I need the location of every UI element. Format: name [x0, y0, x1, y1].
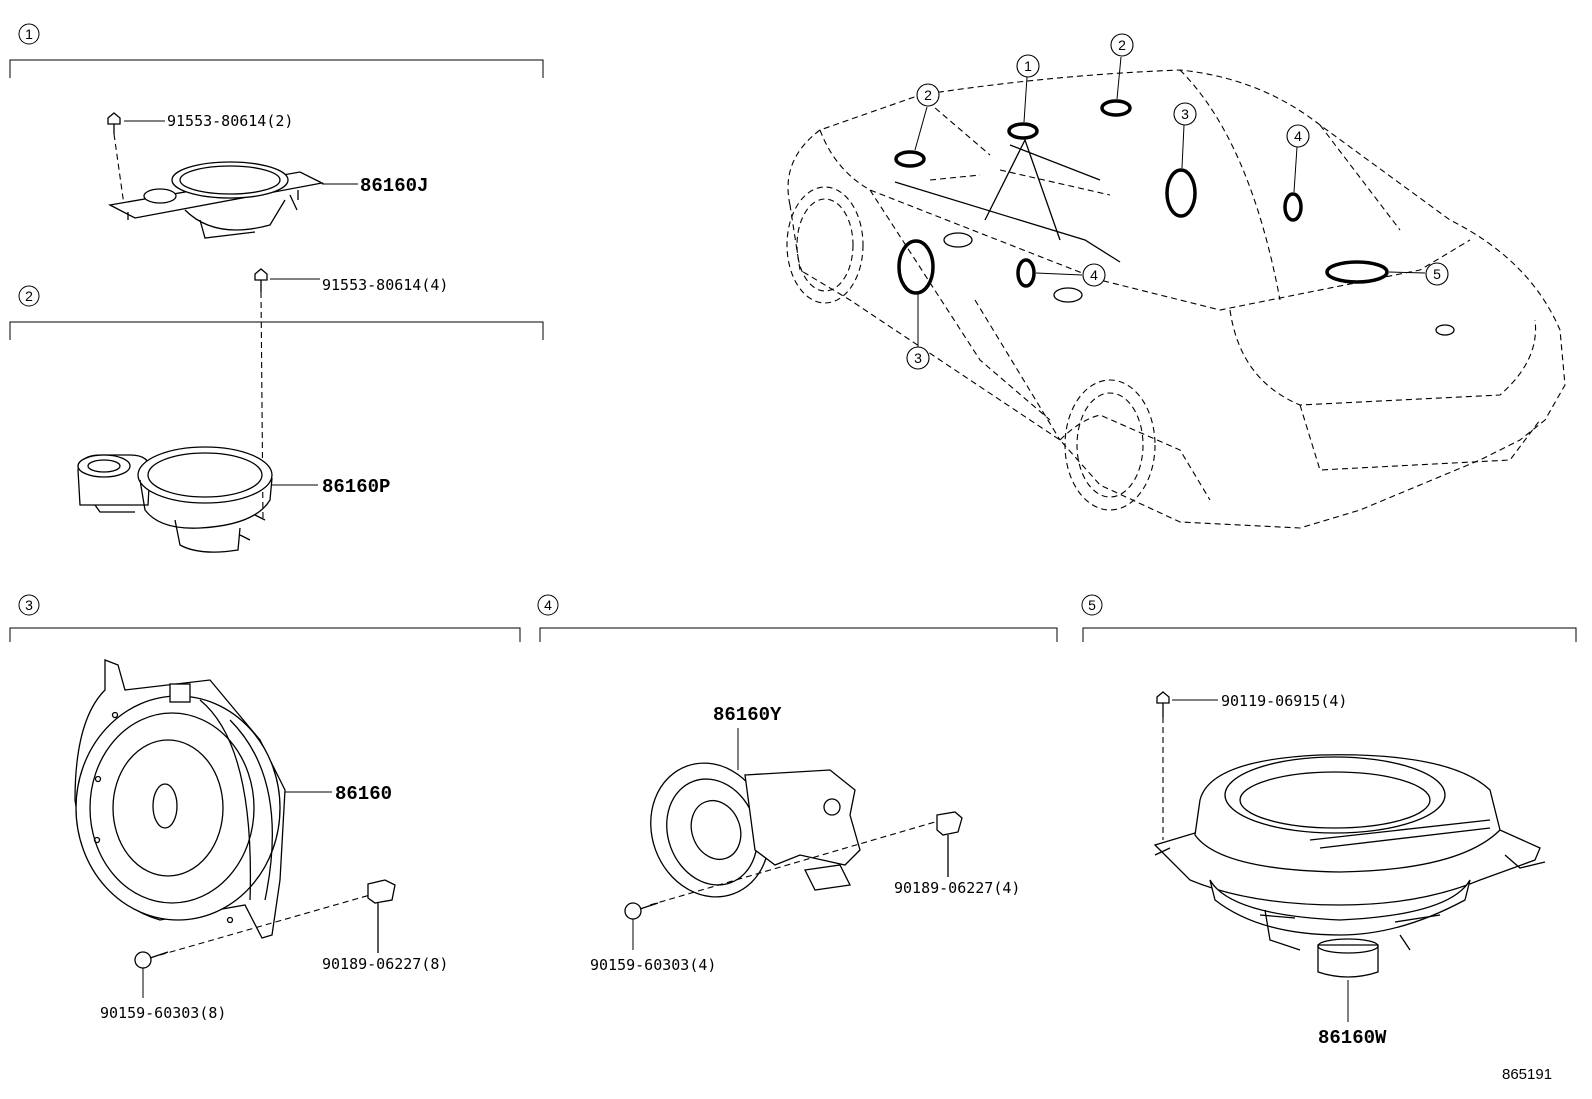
callout-2-right: 2: [1110, 33, 1134, 57]
part-label-screw-5: 90119-06915(4): [1221, 692, 1347, 710]
svg-text:3: 3: [914, 350, 922, 366]
callout-5: 5: [1425, 262, 1449, 286]
clip-icon: [936, 811, 963, 877]
car-overview: 2 1 2 3 4 4 3 5: [786, 33, 1566, 529]
screw-icon: [254, 268, 268, 292]
callout-3-right: 3: [1173, 102, 1197, 126]
part-label-speaker-5: 86160W: [1318, 1027, 1387, 1049]
part-label-speaker-2: 86160P: [322, 476, 390, 498]
speaker-position-3-right: [1165, 168, 1197, 218]
screw-icon: [1156, 691, 1170, 717]
section-2-number: 2: [25, 288, 33, 304]
part-label-screw-3: 90159-60303(8): [100, 1004, 226, 1022]
section-3: 3 86160 90189-06227(8) 90159-60303(8): [9, 594, 521, 1022]
door-handle-icon: [943, 232, 973, 248]
part-label-screw-1: 91553-80614(2): [167, 112, 293, 130]
svg-text:4: 4: [1090, 267, 1098, 283]
section-5-number: 5: [1088, 597, 1096, 613]
part-label-speaker-4: 86160Y: [713, 704, 782, 726]
svg-text:3: 3: [1181, 106, 1189, 122]
part-label-speaker-1: 86160J: [360, 175, 428, 197]
part-label-screw-4: 90159-60303(4): [590, 956, 716, 974]
svg-text:1: 1: [1024, 58, 1032, 74]
section-3-number: 3: [25, 597, 33, 613]
speaker-position-3-left: [897, 239, 935, 295]
screw-icon: [624, 902, 659, 920]
screw-icon: [107, 112, 121, 134]
door-speaker-icon: [650, 762, 861, 898]
section-5: 5 90119-06915(4) 86160W: [1081, 594, 1577, 1049]
tweeter-speaker-icon: [107, 161, 325, 239]
speaker-position-4-left: [1016, 258, 1036, 288]
speaker-position-2-left: [894, 150, 926, 168]
clip-icon: [367, 879, 396, 953]
section-2: 2 91553-80614(4) 86160P: [9, 268, 544, 553]
woofer-speaker-icon: [74, 659, 286, 939]
speaker-position-2-right: [1100, 99, 1132, 117]
door-handle-icon: [1053, 287, 1083, 303]
midrange-speaker-icon: [77, 446, 273, 553]
svg-text:5: 5: [1433, 266, 1441, 282]
svg-text:2: 2: [924, 87, 932, 103]
section-4-number: 4: [544, 597, 552, 613]
callout-1: 1: [1016, 54, 1040, 78]
svg-text:4: 4: [1294, 128, 1302, 144]
subwoofer-icon: [1153, 754, 1546, 978]
section-1: 1 91553-80614(2) 86160J: [9, 23, 544, 239]
svg-text:2: 2: [1118, 37, 1126, 53]
callout-4-left: 4: [1082, 263, 1106, 287]
rear-wheel-icon: [1064, 379, 1156, 511]
part-label-screw-2: 91553-80614(4): [322, 276, 448, 294]
callout-4-right: 4: [1286, 124, 1310, 148]
callout-3-left: 3: [906, 346, 930, 370]
emblem-icon: [1435, 324, 1455, 336]
part-label-speaker-3: 86160: [335, 783, 392, 805]
section-1-number: 1: [25, 26, 33, 42]
speaker-position-5: [1325, 260, 1389, 284]
section-4: 4 86160Y 90189-06227(4) 90159-60303(4): [537, 594, 1058, 974]
part-label-clip-3: 90189-06227(8): [322, 955, 448, 973]
speaker-position-1: [1007, 122, 1039, 140]
callout-2-left: 2: [916, 83, 940, 107]
part-label-clip-4: 90189-06227(4): [894, 879, 1020, 897]
front-wheel-icon: [786, 186, 864, 304]
figure-reference: 865191: [1502, 1066, 1552, 1083]
speaker-position-4-right: [1283, 192, 1303, 222]
